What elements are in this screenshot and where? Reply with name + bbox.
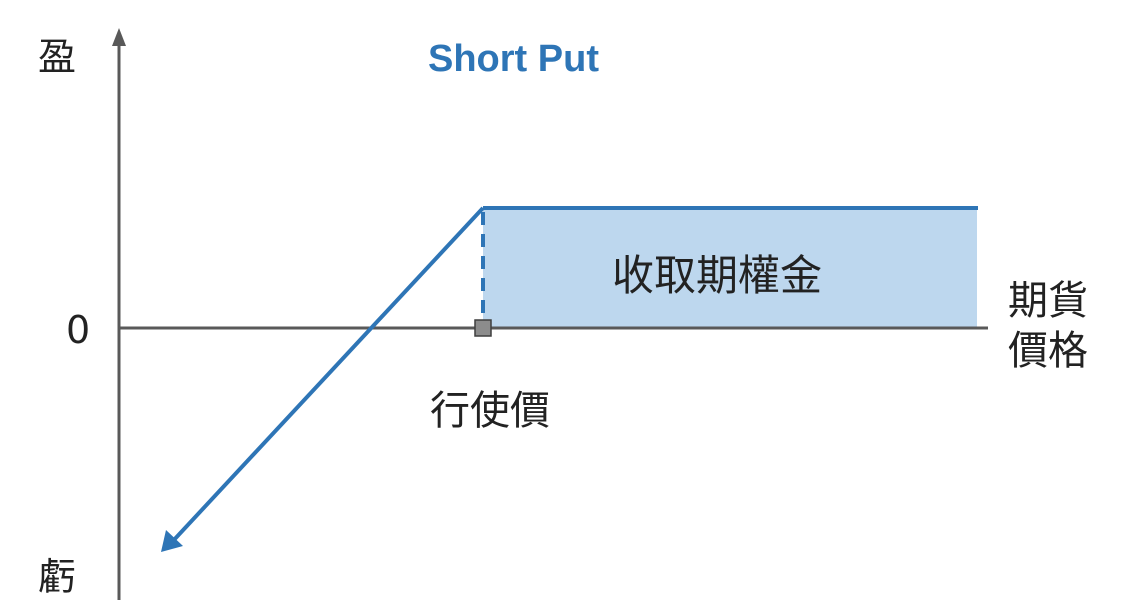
strike-price-label: 行使價 <box>430 388 550 434</box>
strike-point-marker <box>474 319 492 337</box>
y-axis-top-label: 盈 <box>38 35 77 79</box>
payoff-line-slope <box>170 206 485 544</box>
premium-label: 收取期權金 <box>612 251 823 300</box>
x-axis-label-line1: 期貨 <box>1008 278 1088 324</box>
premium-region <box>483 208 977 327</box>
y-axis-bottom-label: 虧 <box>38 555 77 599</box>
x-axis-label: 期貨 價格 <box>1008 276 1108 376</box>
y-axis-arrow-icon <box>112 28 126 46</box>
x-axis-label-line2: 價格 <box>1008 328 1088 374</box>
chart-title: Short Put <box>428 38 599 80</box>
zero-label: 0 <box>66 308 91 352</box>
payoff-arrow-icon <box>161 530 183 552</box>
